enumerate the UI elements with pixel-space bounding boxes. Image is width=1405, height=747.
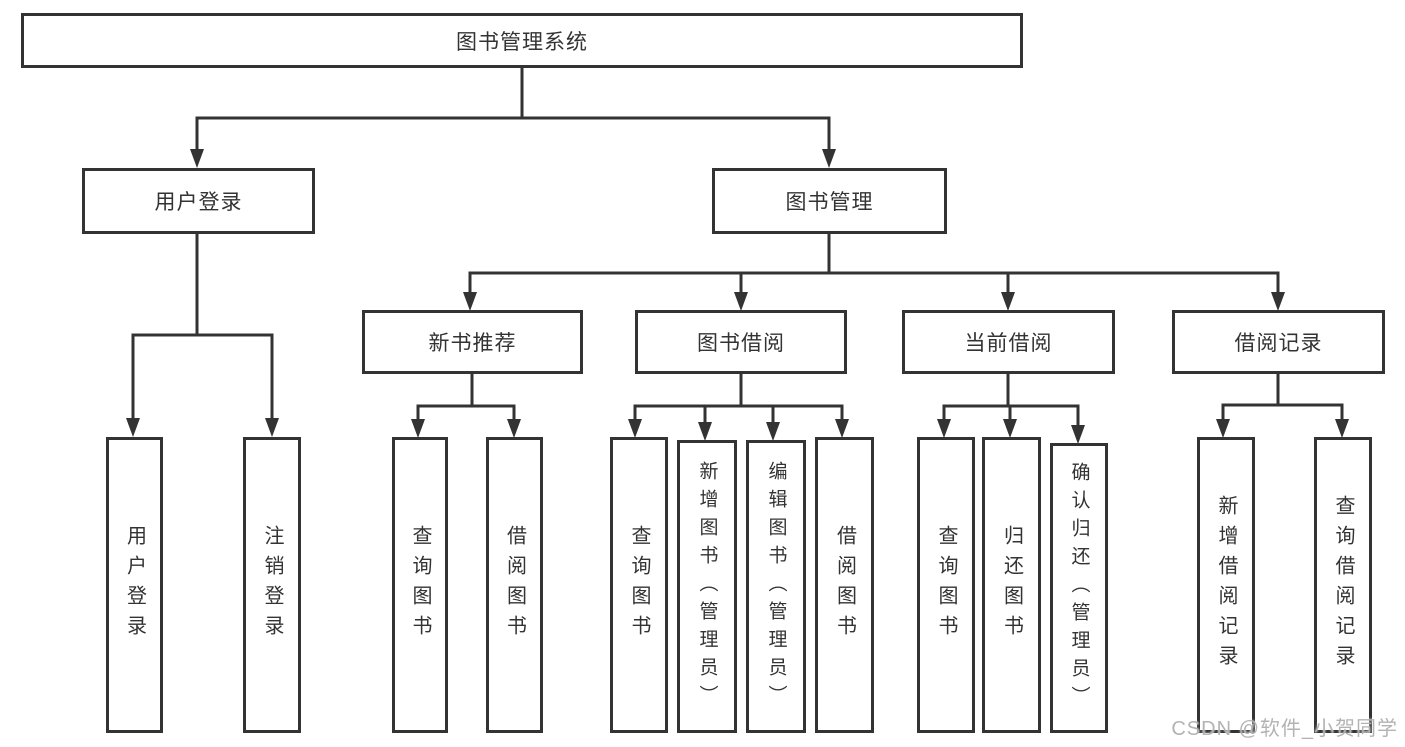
- node-borrow-records: 借阅记录: [1172, 310, 1385, 374]
- node-library-management-system: 图书管理系统: [21, 13, 1023, 68]
- leaf-borrow-books-recommend: 借阅图书: [486, 437, 543, 733]
- leaf-confirm-return-admin: 确认归还（管理员）: [1050, 443, 1108, 733]
- leaf-edit-books-admin: 编辑图书（管理员）: [746, 440, 806, 733]
- node-book-borrow: 图书借阅: [635, 310, 847, 374]
- leaf-borrow-books: 借阅图书: [815, 437, 874, 733]
- node-current-borrow: 当前借阅: [902, 310, 1115, 374]
- leaf-query-books-current: 查询图书: [917, 437, 975, 733]
- node-book-management: 图书管理: [712, 168, 947, 234]
- node-user-login: 用户登录: [82, 168, 315, 234]
- node-new-book-recommend: 新书推荐: [362, 310, 583, 374]
- leaf-user-login: 用户登录: [106, 437, 163, 733]
- leaf-query-borrow-record: 查询借阅记录: [1314, 437, 1372, 733]
- watermark-text: CSDN @软件_小贺同学: [1171, 718, 1398, 740]
- leaf-logout: 注销登录: [243, 437, 301, 733]
- leaf-query-books-recommend: 查询图书: [392, 437, 448, 733]
- arrowheads: [126, 149, 1349, 444]
- leaf-query-books-borrow: 查询图书: [610, 437, 668, 733]
- leaf-return-books: 归还图书: [982, 437, 1041, 733]
- leaf-add-borrow-record: 新增借阅记录: [1197, 437, 1255, 733]
- leaf-add-books-admin: 新增图书（管理员）: [677, 440, 737, 733]
